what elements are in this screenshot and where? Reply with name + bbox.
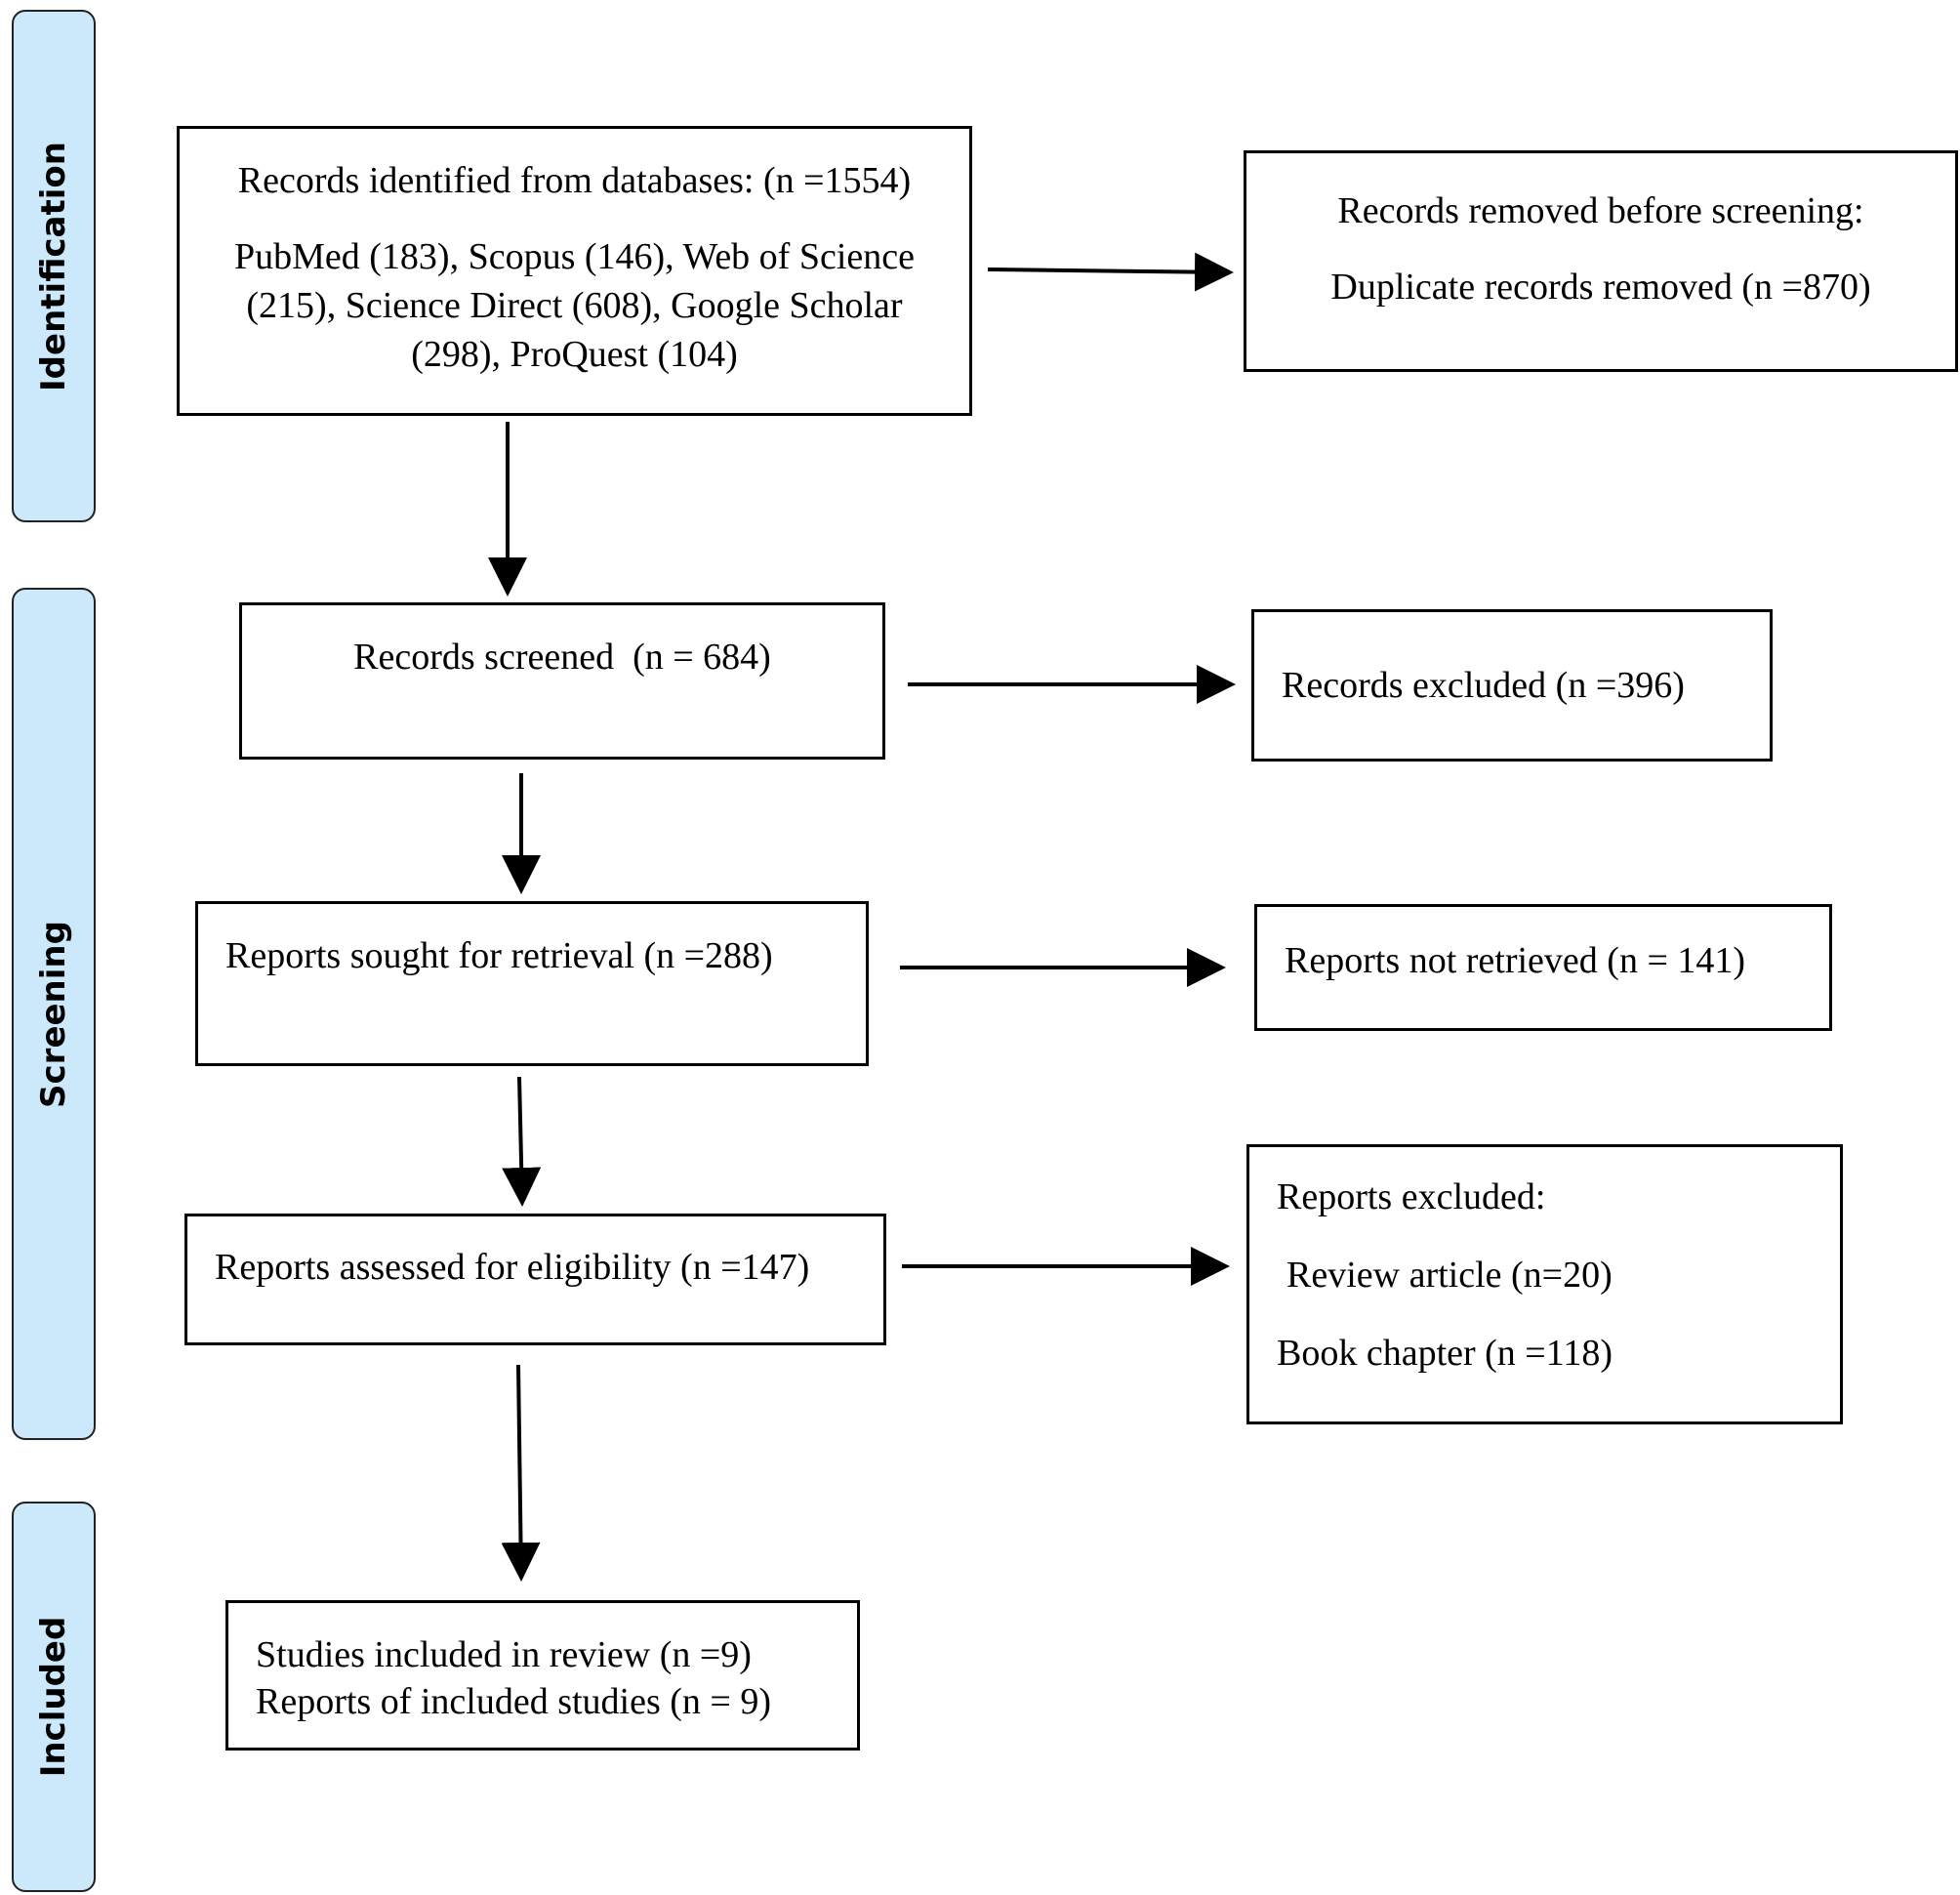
studies-included-text: Studies included in review (n =9): [256, 1634, 752, 1675]
reports-not-retrieved-text: Reports not retrieved (n = 141): [1285, 940, 1746, 981]
reports-not-retrieved-box: Reports not retrieved (n = 141): [1254, 904, 1832, 1031]
arrow-identified-to-removed: [987, 252, 1234, 292]
database-counts-text: PubMed (183), Scopus (146), Web of Scien…: [233, 236, 915, 376]
records-removed-heading: Records removed before screening:: [1337, 190, 1864, 231]
reports-included-text: Reports of included studies (n = 9): [256, 1680, 772, 1722]
reports-sought-text: Reports sought for retrieval (n =288): [225, 935, 773, 976]
reports-assessed-box: Reports assessed for eligibility (n =147…: [184, 1214, 886, 1345]
records-identified-text: Records identified from databases: (n =1…: [237, 160, 912, 201]
records-excluded-box: Records excluded (n =396): [1251, 609, 1773, 762]
reports-excluded-heading: Reports excluded:: [1277, 1176, 1546, 1217]
review-article-text: Review article (n=20): [1286, 1255, 1613, 1297]
phase-identification: Identification: [12, 10, 96, 522]
records-screened-text: Records screened (n = 684): [353, 637, 771, 678]
records-removed-box: Records removed before screening: Duplic…: [1244, 150, 1958, 372]
records-excluded-text: Records excluded (n =396): [1282, 665, 1685, 706]
phase-screening: Screening: [12, 588, 96, 1440]
records-identified-box: Records identified from databases: (n =1…: [177, 126, 972, 416]
book-chapter-text: Book chapter (n =118): [1277, 1333, 1613, 1375]
duplicates-removed-text: Duplicate records removed (n =870): [1330, 267, 1871, 309]
studies-included-box: Studies included in review (n =9) Report…: [225, 1600, 860, 1751]
phase-included: Included: [12, 1502, 96, 1892]
records-screened-box: Records screened (n = 684): [239, 602, 885, 760]
reports-assessed-text: Reports assessed for eligibility (n =147…: [215, 1247, 810, 1288]
reports-excluded-box: Reports excluded: Review article (n=20) …: [1246, 1144, 1843, 1424]
arrow-sought-to-assessed: [502, 1076, 542, 1207]
arrow-assessed-to-included: [501, 1364, 541, 1582]
reports-sought-box: Reports sought for retrieval (n =288): [195, 901, 869, 1066]
